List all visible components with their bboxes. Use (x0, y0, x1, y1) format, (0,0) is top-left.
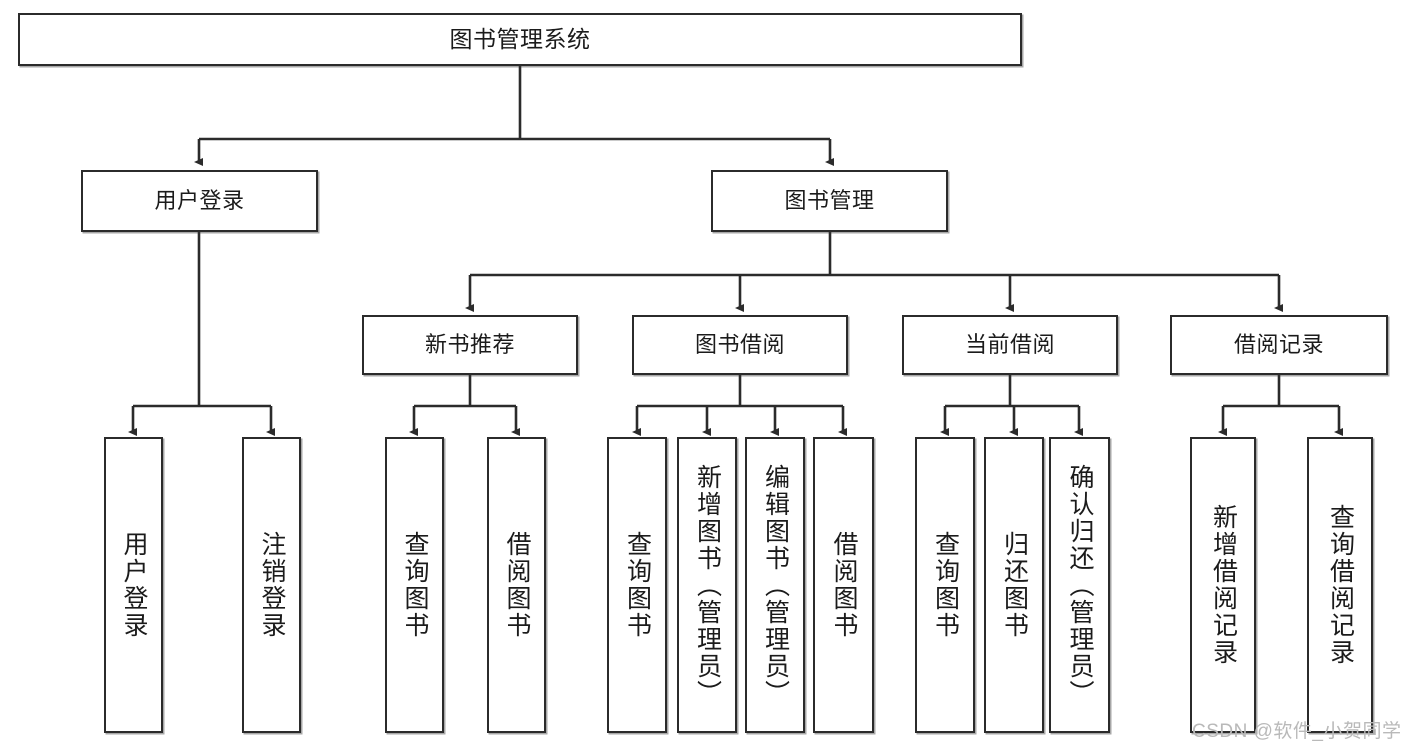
node-label: 查询借阅记录 (1326, 504, 1355, 666)
node-book-management[interactable]: 图书管理 (711, 170, 948, 232)
node-label: 注销登录 (258, 531, 286, 639)
node-label: 图书管理系统 (449, 25, 591, 52)
leaf-borrow-record-query[interactable]: 查询借阅记录 (1307, 437, 1373, 733)
node-current-borrow[interactable]: 当前借阅 (902, 315, 1118, 375)
leaf-current-borrow-confirm-admin[interactable]: 确认归还（管理员） (1049, 437, 1110, 733)
leaf-new-book-borrow[interactable]: 借阅图书 (487, 437, 546, 733)
leaf-book-borrow-query[interactable]: 查询图书 (607, 437, 667, 733)
leaf-user-login-login[interactable]: 用户登录 (104, 437, 163, 733)
leaf-user-login-logout[interactable]: 注销登录 (242, 437, 301, 733)
node-label: 用户登录 (154, 187, 245, 213)
node-label: 新增借阅记录 (1209, 504, 1238, 666)
leaf-borrow-record-add[interactable]: 新增借阅记录 (1190, 437, 1256, 733)
node-book-borrow[interactable]: 图书借阅 (632, 315, 848, 375)
node-root-book-management-system[interactable]: 图书管理系统 (18, 13, 1022, 66)
node-label: 借阅图书 (830, 531, 858, 639)
node-label: 查询图书 (931, 531, 960, 639)
node-label: 借阅图书 (503, 531, 531, 639)
node-label: 查询图书 (623, 531, 652, 639)
leaf-book-borrow-add-admin[interactable]: 新增图书（管理员） (677, 437, 737, 733)
node-label: 图书借阅 (694, 331, 785, 357)
node-label: 查询图书 (401, 531, 429, 639)
node-label: 确认归还（管理员） (1066, 463, 1094, 707)
node-label: 新增图书（管理员） (693, 463, 722, 707)
node-label: 归还图书 (1000, 531, 1029, 639)
node-label: 借阅记录 (1233, 331, 1324, 357)
node-label: 新书推荐 (424, 331, 515, 357)
leaf-book-borrow-borrow[interactable]: 借阅图书 (813, 437, 874, 733)
node-label: 当前借阅 (964, 331, 1055, 357)
node-borrow-record[interactable]: 借阅记录 (1170, 315, 1388, 375)
node-label: 图书管理 (784, 187, 875, 213)
leaf-new-book-query[interactable]: 查询图书 (385, 437, 444, 733)
leaf-current-borrow-query[interactable]: 查询图书 (915, 437, 975, 733)
node-new-book-recommend[interactable]: 新书推荐 (362, 315, 578, 375)
node-label: 编辑图书（管理员） (761, 463, 790, 707)
leaf-current-borrow-return[interactable]: 归还图书 (984, 437, 1044, 733)
leaf-book-borrow-edit-admin[interactable]: 编辑图书（管理员） (745, 437, 805, 733)
watermark-text: CSDN @软件_小贺同学 (1192, 721, 1402, 742)
node-user-login[interactable]: 用户登录 (81, 170, 318, 232)
node-label: 用户登录 (120, 531, 148, 639)
